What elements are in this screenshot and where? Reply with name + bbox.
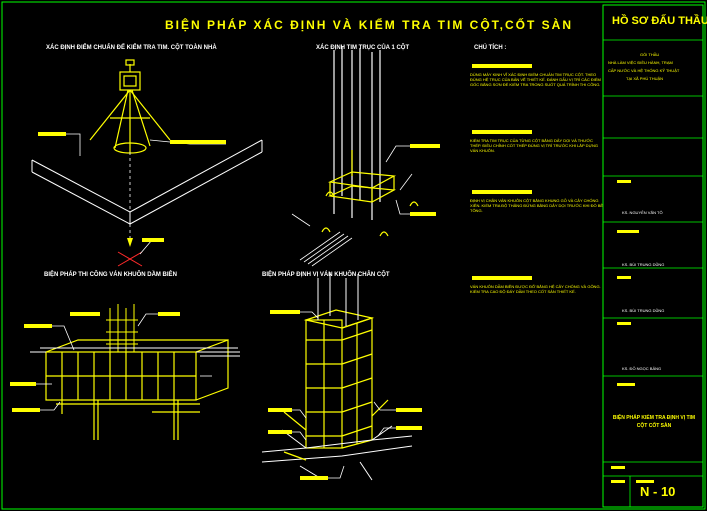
title-block-frame	[602, 4, 704, 508]
title-block-firm: HỒ SƠ ĐẤU THẦU	[612, 15, 707, 27]
note-2: KIỂM TRA TIM TRỤC CỦA TỪNG CỘT BẰNG DÂY …	[470, 138, 598, 153]
section-title-survey: XÁC ĐỊNH ĐIỂM CHUẨN ĐỂ KIỂM TRA TIM. CỘT…	[46, 45, 217, 51]
engineer-name-2: KS. BÙI TRUNG DŨNG	[622, 262, 665, 267]
callout-tags-top-middle	[410, 144, 440, 216]
engineer-name-1: KS. NGUYỄN VĂN TÔ	[622, 210, 663, 215]
title-block-tags	[611, 180, 654, 483]
beam-column-rebar	[106, 304, 138, 352]
slab-isometric	[31, 139, 263, 225]
note-1: DÙNG MÁY KINH VĨ XÁC ĐỊNH ĐIỂM CHUẨN TIM…	[470, 72, 601, 87]
drawing-name: BIỆN PHÁP KIỂM TRA ĐỊNH VỊ TIM CỘT CỐT S…	[612, 415, 696, 429]
callout-tags-bottom-left	[10, 312, 180, 412]
column-bracing	[283, 399, 389, 461]
column-rebar-cage	[333, 46, 381, 220]
callout-tags-top-left	[38, 132, 226, 242]
notes-heading: CHÚ TÍCH :	[474, 45, 507, 51]
project-line-2: NHÀ LÀM VIỆC ĐIỀU HÀNH, TRẠM	[608, 60, 673, 65]
engineer-name-3: KS. BÙI TRUNG DŨNG	[622, 308, 665, 313]
leader-lines-top-middle	[385, 145, 410, 215]
section-title-beam-formwork: BIỆN PHÁP THI CÔNG VÁN KHUÔN DẦM BIÊN	[44, 272, 177, 278]
note-3: ĐỊNH VỊ CHÂN VÁN KHUÔN CỘT BẰNG KHUNG GỖ…	[470, 198, 604, 213]
plumb-bob	[127, 238, 133, 247]
project-line-4: TẠI XÃ PHÚ THUẬN	[626, 76, 664, 81]
project-line-1: GÓI THẦU	[640, 52, 660, 57]
column-formwork-box	[303, 309, 375, 449]
leader-lines-bottom-middle	[292, 311, 396, 479]
callout-tags-bottom-middle	[268, 310, 422, 480]
column-stirrups	[327, 150, 397, 203]
floor-hatching	[291, 173, 413, 267]
column-base-frame	[261, 425, 413, 481]
drawing-title: BIỆN PHÁP XÁC ĐỊNH VÀ KIỂM TRA TIM CỘT,C…	[165, 18, 574, 32]
note-4: VÁN KHUÔN DẦM BIÊN ĐƯỢC ĐỠ BẰNG HỆ CÂY C…	[470, 284, 601, 294]
theodolite-tripod	[89, 59, 171, 154]
section-title-column-axis: XÁC ĐỊNH TIM TRỤC CỦA 1 CỘT	[316, 45, 410, 51]
leader-lines-top-left	[66, 133, 226, 255]
engineer-name-4: KS. ĐỖ NGỌC BẢNG	[622, 366, 662, 371]
starter-bar-hooks	[321, 191, 419, 237]
reference-mark	[117, 251, 143, 267]
project-line-3: CẤP NƯỚC VÀ HỆ THỐNG KỸ THUẬT	[608, 68, 680, 73]
beam-shoring-props	[56, 400, 200, 440]
section-title-column-formwork: BIỆN PHÁP ĐỊNH VỊ VÁN KHUÔN CHÂN CỘT	[262, 272, 390, 278]
notes-heading-bars	[472, 64, 532, 280]
title-block-dividers	[603, 39, 703, 507]
leader-lines-bottom-left	[36, 313, 212, 411]
sheet-number: N - 10	[640, 484, 676, 499]
column-form-rebar	[317, 272, 359, 326]
